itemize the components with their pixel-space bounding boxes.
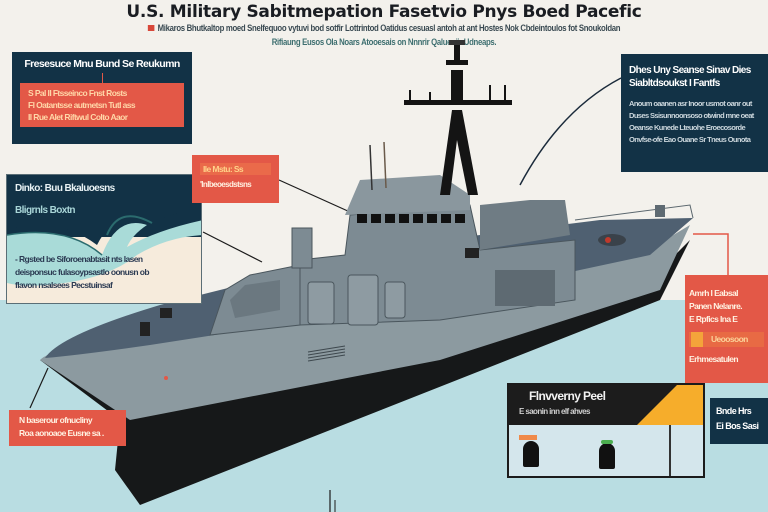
subtitle-line-2: Rifiaung Eusos Ola Noars Atooesais on Nn… [271, 37, 497, 48]
callout-inner-red: S Pal II Ftsseinco Fnst Rosts Fl Oatants… [20, 83, 184, 127]
callout-top-right: Dhes Uny Seanse Sinav Dies Siabltdsoukst… [621, 54, 768, 172]
callout-tag: Ile Mstu: Ss 'Inlbeoesdstsns [192, 155, 279, 203]
highlight-bar: Ueoosoon [689, 332, 764, 347]
pole [669, 425, 671, 476]
orange-wedge [637, 385, 677, 425]
red-bullet-icon [147, 25, 155, 31]
callout-wave-panel: Dinko: Buu Bkaluoesns Bligrnls Boxtn - R… [6, 174, 202, 304]
callout-heading: Fresesuce Mnu Bund Se Reukumn [24, 58, 180, 70]
wave-panel-subheading: Bligrnls Boxtn [15, 205, 76, 216]
callout-right-navy: Bnde Hrs Ei Bos Sasi [710, 398, 768, 444]
callout-bottom-panel: Flnvverny Peel E saonin inn elf ahves [507, 383, 705, 478]
orange-marker [519, 435, 537, 440]
green-marker [601, 440, 613, 444]
callout-body: Anoum oaanen asr Inoor usmot oanr out Du… [629, 99, 754, 144]
connector-stem [101, 73, 103, 83]
crew-figure-icon [523, 441, 539, 467]
callout-top-left: Fresesuce Mnu Bund Se Reukumn S Pal II F… [12, 52, 192, 144]
panel-subtitle: E saonin inn elf ahves [519, 407, 590, 416]
header: U.S. Military Sabitmepation Fasetvio Pny… [0, 2, 768, 50]
crew-figure-icon [599, 443, 615, 469]
wave-panel-body: - Rgsted be Siforoenabtasit nts lasen de… [15, 254, 150, 290]
subtitle-line-1: Mikaros Bhutkaltop moed Snelfequoo vytuv… [69, 22, 699, 36]
callout-right-red: Amrh I Eabsal Panen Nelanre. E Rpfics In… [685, 275, 768, 383]
wave-icon [7, 175, 201, 286]
page-title: U.S. Military Sabitmepation Fasetvio Pny… [126, 2, 642, 22]
panel-title: Flnvverny Peel [529, 389, 606, 403]
wave-panel-heading: Dinko: Buu Bkaluoesns [15, 183, 115, 194]
callout-bottom-left: N baserour ofnucliny Roa aonoaoe Eusne s… [9, 410, 126, 446]
